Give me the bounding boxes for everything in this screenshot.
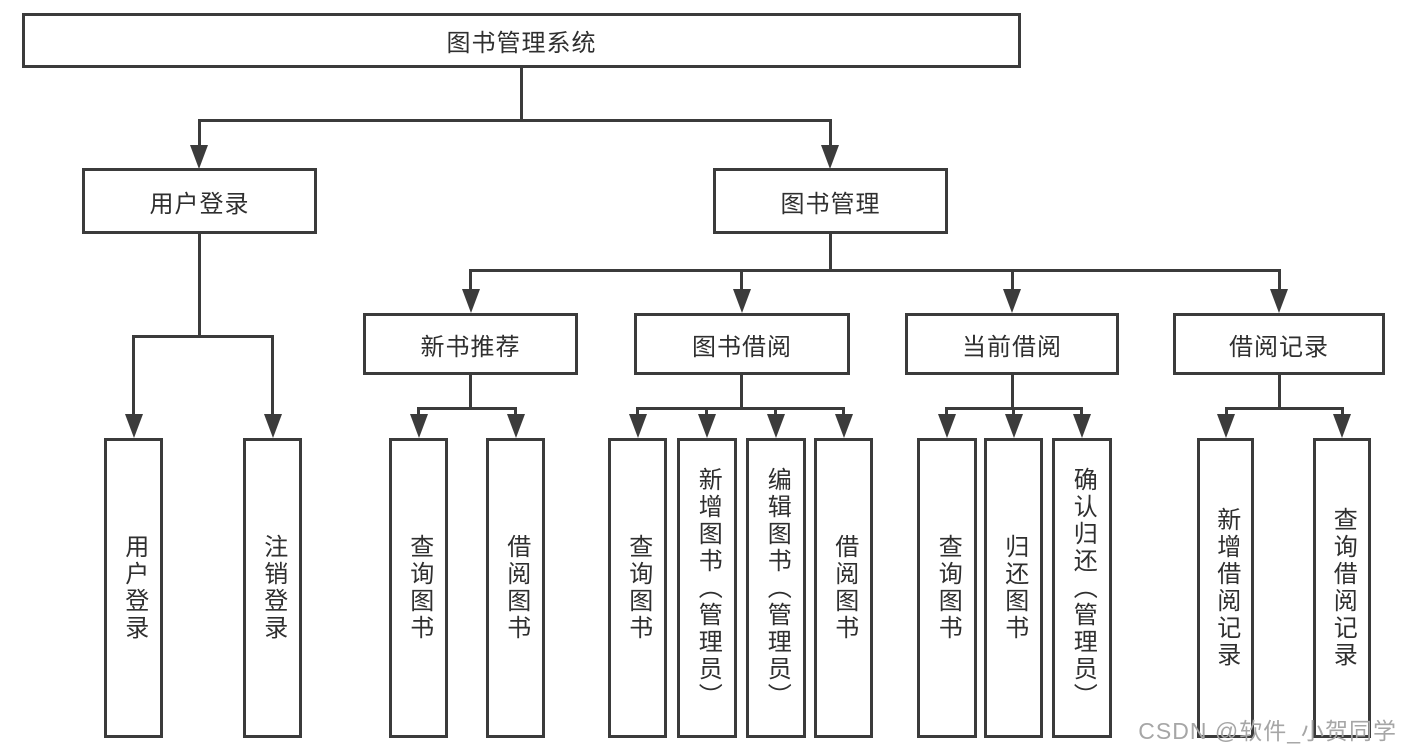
- arrowhead-icon: [1072, 414, 1091, 438]
- connector-line: [740, 375, 743, 410]
- connector-line: [636, 407, 639, 417]
- connector-line: [828, 119, 832, 147]
- node-label: 新增图书（管理员）: [694, 466, 722, 710]
- arrowhead-icon: [190, 145, 208, 169]
- leaf-user-login: 用户登录: [104, 438, 163, 738]
- arrowhead-icon: [1217, 414, 1235, 438]
- connector-line: [705, 407, 708, 417]
- arrowhead-icon: [697, 414, 716, 438]
- connector-line: [774, 407, 777, 417]
- connector-line: [828, 234, 832, 272]
- arrowhead-icon: [1270, 289, 1288, 313]
- connector-line: [636, 407, 845, 410]
- connector-line: [469, 375, 472, 410]
- connector-line: [469, 269, 1280, 272]
- node-user-login-branch: 用户登录: [82, 168, 317, 234]
- connector-line: [271, 335, 274, 416]
- leaf-current-return-books: 归还图书: [984, 438, 1043, 738]
- arrowhead-icon: [628, 414, 647, 438]
- arrowhead-icon: [766, 414, 785, 438]
- arrowhead-icon: [1004, 414, 1023, 438]
- node-label: 查询图书: [405, 534, 433, 642]
- connector-line: [417, 407, 517, 410]
- leaf-borrowing-borrow-books: 借阅图书: [814, 438, 873, 738]
- connector-line: [132, 335, 274, 338]
- connector-line: [740, 269, 743, 293]
- connector-line: [469, 269, 472, 293]
- node-label: 查询借阅记录: [1329, 507, 1357, 669]
- leaf-logout: 注销登录: [243, 438, 302, 738]
- arrowhead-icon: [834, 414, 853, 438]
- node-new-book-recommend: 新书推荐: [363, 313, 578, 375]
- node-book-management-branch: 图书管理: [713, 168, 948, 234]
- connector-line: [1010, 269, 1014, 293]
- connector-line: [1277, 269, 1281, 293]
- leaf-borrowing-edit-books-admin: 编辑图书（管理员）: [746, 438, 806, 738]
- connector-line: [417, 407, 420, 417]
- leaf-borrowing-add-books-admin: 新增图书（管理员）: [677, 438, 737, 738]
- connector-line: [197, 234, 201, 338]
- arrowhead-icon: [506, 414, 525, 438]
- node-book-borrowing: 图书借阅: [634, 313, 850, 375]
- leaf-newrec-query-books: 查询图书: [389, 438, 448, 738]
- leaf-newrec-borrow-books: 借阅图书: [486, 438, 545, 738]
- csdn-watermark: CSDN @软件_小贺同学: [1138, 718, 1397, 744]
- connector-line: [519, 68, 523, 122]
- node-label: 用户登录: [149, 190, 250, 218]
- node-label: 借阅记录: [1229, 333, 1329, 361]
- node-label: 当前借阅: [962, 333, 1062, 361]
- arrowhead-icon: [1003, 289, 1021, 313]
- connector-line: [1012, 407, 1015, 417]
- node-label: 用户登录: [120, 534, 148, 642]
- connector-line: [842, 407, 845, 417]
- connector-line: [1277, 375, 1281, 410]
- node-label: 图书管理系统: [446, 30, 597, 57]
- arrowhead-icon: [732, 289, 751, 313]
- node-label: 确认归还（管理员）: [1069, 466, 1097, 710]
- connector-line: [1340, 407, 1344, 417]
- leaf-borrowing-query-books: 查询图书: [608, 438, 667, 738]
- connector-line: [514, 407, 517, 417]
- leaf-current-query-books: 查询图书: [917, 438, 977, 738]
- node-label: 查询图书: [624, 534, 652, 642]
- node-label: 图书借阅: [692, 333, 792, 361]
- connector-line: [197, 119, 832, 122]
- connector-line: [132, 335, 135, 416]
- arrowhead-icon: [409, 414, 428, 438]
- node-library-management-system: 图书管理系统: [22, 13, 1021, 68]
- node-label: 注销登录: [259, 534, 287, 642]
- node-borrowing-records: 借阅记录: [1173, 313, 1385, 375]
- leaf-current-confirm-return-admin: 确认归还（管理员）: [1052, 438, 1112, 738]
- connector-line: [945, 407, 948, 417]
- leaf-records-add-record: 新增借阅记录: [1197, 438, 1254, 738]
- node-label: 新增借阅记录: [1212, 507, 1240, 669]
- node-label: 借阅图书: [502, 534, 530, 642]
- leaf-records-query-record: 查询借阅记录: [1313, 438, 1371, 738]
- arrowhead-icon: [263, 414, 282, 438]
- arrowhead-icon: [1333, 414, 1351, 438]
- node-label: 借阅图书: [830, 534, 858, 642]
- node-label: 图书管理: [780, 190, 881, 218]
- node-label: 编辑图书（管理员）: [763, 466, 791, 710]
- connector-line: [1010, 375, 1014, 410]
- arrowhead-icon: [821, 145, 839, 169]
- node-label: 新书推荐: [420, 333, 521, 361]
- arrowhead-icon: [124, 414, 143, 438]
- connector-line: [1224, 407, 1344, 410]
- node-label: 归还图书: [1000, 534, 1028, 642]
- arrowhead-icon: [461, 289, 480, 313]
- connector-line: [1080, 407, 1083, 417]
- node-label: 查询图书: [934, 534, 962, 642]
- connector-line: [197, 119, 201, 147]
- arrowhead-icon: [937, 414, 956, 438]
- node-current-borrowing: 当前借阅: [905, 313, 1119, 375]
- connector-line: [1224, 407, 1228, 417]
